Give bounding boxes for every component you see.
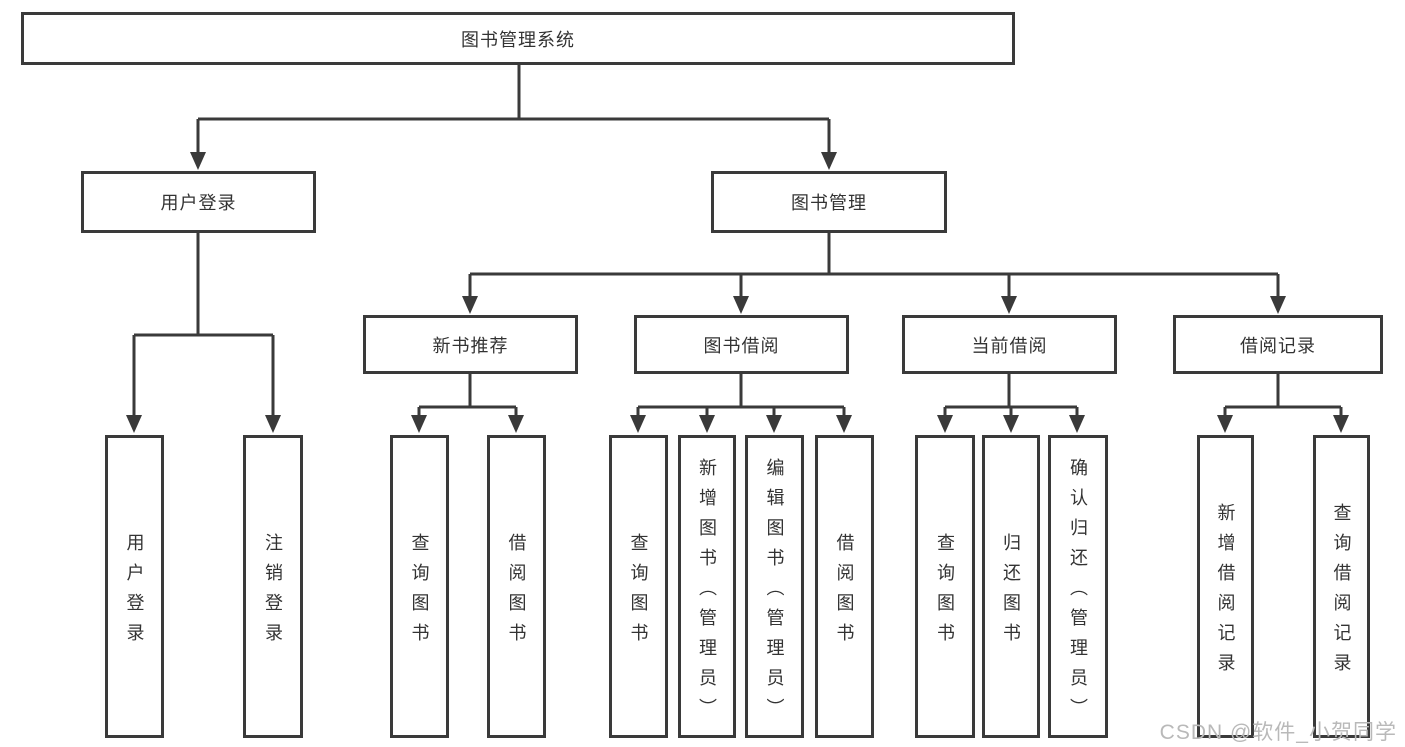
node-label: 借阅记录 [1240,335,1316,356]
node-book-borrowing: 图书借阅 [634,315,849,374]
node-label: 查询借阅记录 [1331,502,1352,683]
node-label: 用户登录 [160,193,237,213]
csdn-watermark: CSDN @软件_小贺同学 [1159,721,1397,744]
node-label: 借阅图书 [506,532,527,653]
leaf-query-borrow-record: 查询借阅记录 [1313,435,1370,738]
node-label: 注销登录 [263,532,283,653]
node-label: 新增借阅记录 [1215,502,1236,683]
node-borrow-records: 借阅记录 [1173,315,1383,374]
leaf-query-books-3: 查询图书 [915,435,975,738]
leaf-borrow-books-2: 借阅图书 [815,435,874,738]
leaf-add-borrow-record: 新增借阅记录 [1197,435,1254,738]
node-label: 图书管理 [791,193,867,213]
node-label: 借阅图书 [834,532,855,653]
node-label: 当前借阅 [971,335,1048,356]
leaf-query-books-2: 查询图书 [609,435,668,738]
node-user-login: 用户登录 [81,171,316,233]
node-current-borrowing: 当前借阅 [902,315,1117,374]
node-label: 图书管理系统 [461,29,575,50]
leaf-query-books-1: 查询图书 [390,435,449,738]
node-label: 用户登录 [124,532,145,653]
leaf-add-books-admin: 新增图书（管理员） [678,435,736,738]
leaf-confirm-return-admin: 确认归还（管理员） [1048,435,1108,738]
leaf-logout: 注销登录 [243,435,303,738]
leaf-borrow-books-1: 借阅图书 [487,435,546,738]
node-book-management: 图书管理 [711,171,947,233]
node-label: 新增图书（管理员） [697,457,717,728]
node-root-library-system: 图书管理系统 [21,12,1015,65]
node-label: 确认归还（管理员） [1068,457,1088,728]
node-label: 编辑图书（管理员） [764,457,785,728]
leaf-user-login: 用户登录 [105,435,164,738]
node-label: 查询图书 [628,532,649,653]
leaf-return-books: 归还图书 [982,435,1040,738]
node-label: 图书借阅 [703,335,780,356]
node-label: 查询图书 [935,532,955,653]
node-label: 归还图书 [1001,532,1021,653]
node-new-book-recommend: 新书推荐 [363,315,578,374]
leaf-edit-books-admin: 编辑图书（管理员） [745,435,804,738]
node-label: 查询图书 [409,532,430,653]
node-label: 新书推荐 [432,335,509,356]
